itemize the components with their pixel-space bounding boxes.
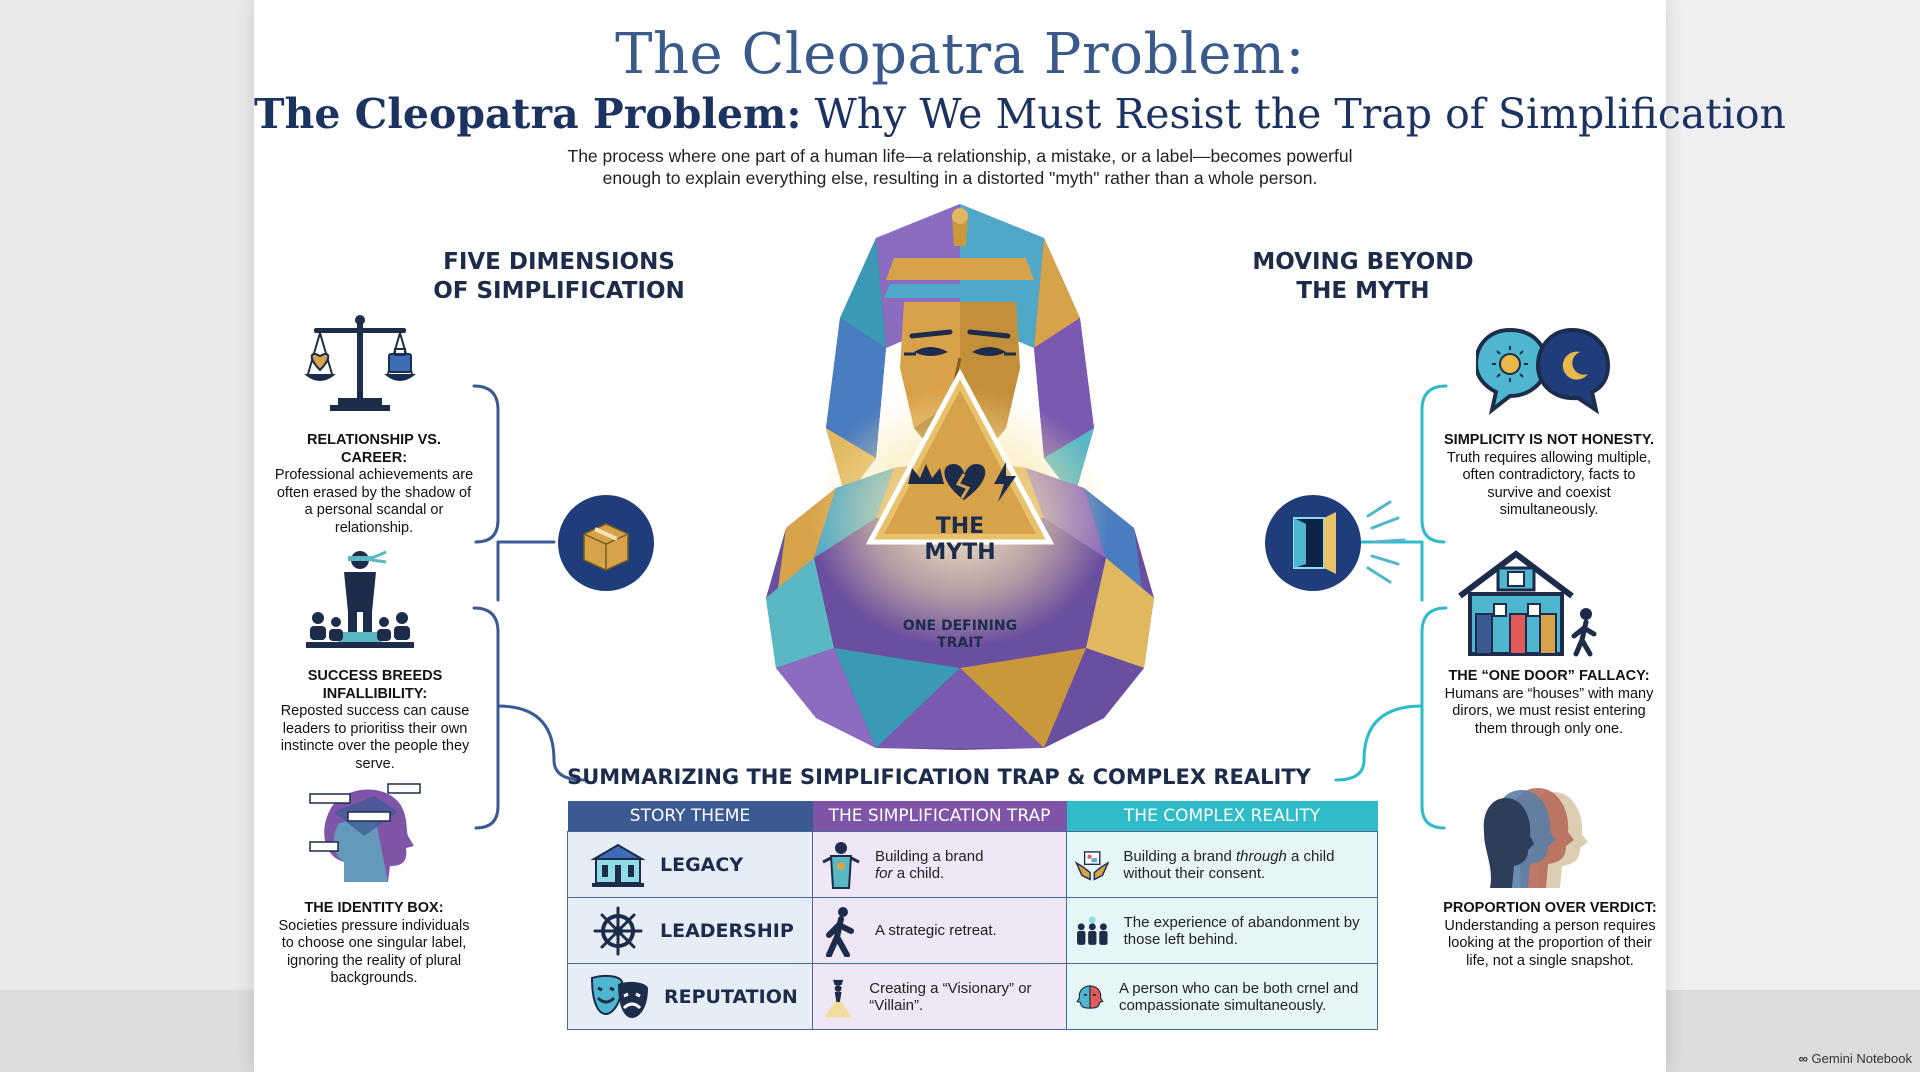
box-icon bbox=[558, 495, 654, 591]
profiles-icon bbox=[1483, 788, 1588, 888]
myth-label: THE MYTH bbox=[924, 514, 996, 565]
item-simplicity-not-honesty: SIMPLICITY IS NOT HONESTY. Truth require… bbox=[1444, 432, 1655, 518]
table-header-row: STORY THEME THE SIMPLIFICATION TRAP THE … bbox=[567, 801, 1378, 832]
group-icon bbox=[1077, 915, 1108, 945]
parent-child-icon bbox=[822, 841, 860, 889]
table-title: SUMMARIZING THE SIMPLIFICATION TRAP & CO… bbox=[567, 765, 1311, 789]
open-door-icon bbox=[1265, 495, 1406, 591]
watermark: ∞ Gemini Notebook bbox=[1798, 1051, 1912, 1066]
scales-icon bbox=[304, 315, 416, 411]
infographic-poster: The Cleopatra Problem: The Cleopatra Pro… bbox=[254, 0, 1786, 1072]
header-story-theme: STORY THEME bbox=[567, 801, 813, 832]
cell-reality-legacy: Building a brand through a child without… bbox=[1066, 831, 1378, 898]
gemini-logo-icon: ∞ bbox=[1798, 1051, 1808, 1066]
blindfolded-leader-icon bbox=[306, 550, 414, 648]
building-icon bbox=[590, 843, 646, 887]
myth-caption: ONE DEFINING TRAIT bbox=[902, 618, 1018, 651]
table-row: LEADERSHIP A strategic retreat. bbox=[567, 897, 1378, 964]
right-section-heading: MOVING BEYOND THE MYTH bbox=[1252, 249, 1474, 304]
head-labels-icon bbox=[309, 783, 421, 882]
cell-reality-leadership: The experience of abandonment by those l… bbox=[1066, 897, 1378, 964]
summary-table: STORY THEME THE SIMPLIFICATION TRAP THE … bbox=[567, 801, 1378, 1030]
cell-theme-leadership: LEADERSHIP bbox=[567, 897, 813, 964]
item-proportion-over-verdict: PROPORTION OVER VERDICT: Understanding a… bbox=[1443, 900, 1657, 969]
main-title: The Cleopatra Problem: bbox=[615, 22, 1305, 87]
intro-description: The process where one part of a human li… bbox=[567, 146, 1353, 188]
item-success-breeds-infallibility: SUCCESS BREEDS INFALLIBILITY: Reposted s… bbox=[280, 668, 470, 772]
cell-reality-reputation: A person who can be both crnel and compa… bbox=[1066, 963, 1378, 1030]
subtitle-heading: The Cleopatra Problem: Why We Must Resis… bbox=[254, 90, 1786, 138]
ship-wheel-icon bbox=[593, 906, 643, 955]
broken-heart-icon bbox=[944, 464, 986, 500]
spotlight-figure-icon bbox=[824, 979, 852, 1018]
header-simplification-trap: THE SIMPLIFICATION TRAP bbox=[812, 801, 1067, 832]
walking-man-icon bbox=[826, 906, 854, 957]
item-one-door-fallacy: THE “ONE DOOR” FALLACY: Humans are “hous… bbox=[1444, 668, 1654, 737]
hands-photo-icon bbox=[1075, 850, 1110, 881]
item-relationship-vs-career: RELATIONSHIP VS. CAREER: Professional ac… bbox=[274, 432, 474, 536]
lightning-icon bbox=[994, 462, 1016, 502]
reality-legacy-text: Building a brand through a child without… bbox=[1123, 847, 1335, 882]
header-complex-reality: THE COMPLEX REALITY bbox=[1066, 801, 1378, 832]
table-row: REPUTATION Creating a “Visionary” or “Vi… bbox=[567, 963, 1378, 1030]
background-wall-right bbox=[1664, 0, 1920, 1072]
cell-trap-leadership: A strategic retreat. bbox=[812, 897, 1067, 964]
left-section-heading: FIVE DIMENSIONS OF SIMPLIFICATION bbox=[433, 249, 685, 304]
two-faces-icon bbox=[1076, 984, 1104, 1009]
cell-theme-reputation: REPUTATION bbox=[567, 963, 813, 1030]
cell-trap-reputation: Creating a “Visionary” or “Villain”. bbox=[812, 963, 1067, 1030]
item-identity-box: THE IDENTITY BOX: Societies pressure ind… bbox=[278, 900, 470, 986]
speech-bubbles-icon bbox=[1476, 327, 1610, 415]
crown-icon bbox=[908, 464, 944, 484]
house-icon bbox=[1458, 550, 1597, 657]
cleopatra-figure bbox=[766, 204, 1154, 750]
cell-theme-legacy: LEGACY bbox=[567, 831, 813, 898]
theatre-masks-icon bbox=[590, 974, 648, 1018]
